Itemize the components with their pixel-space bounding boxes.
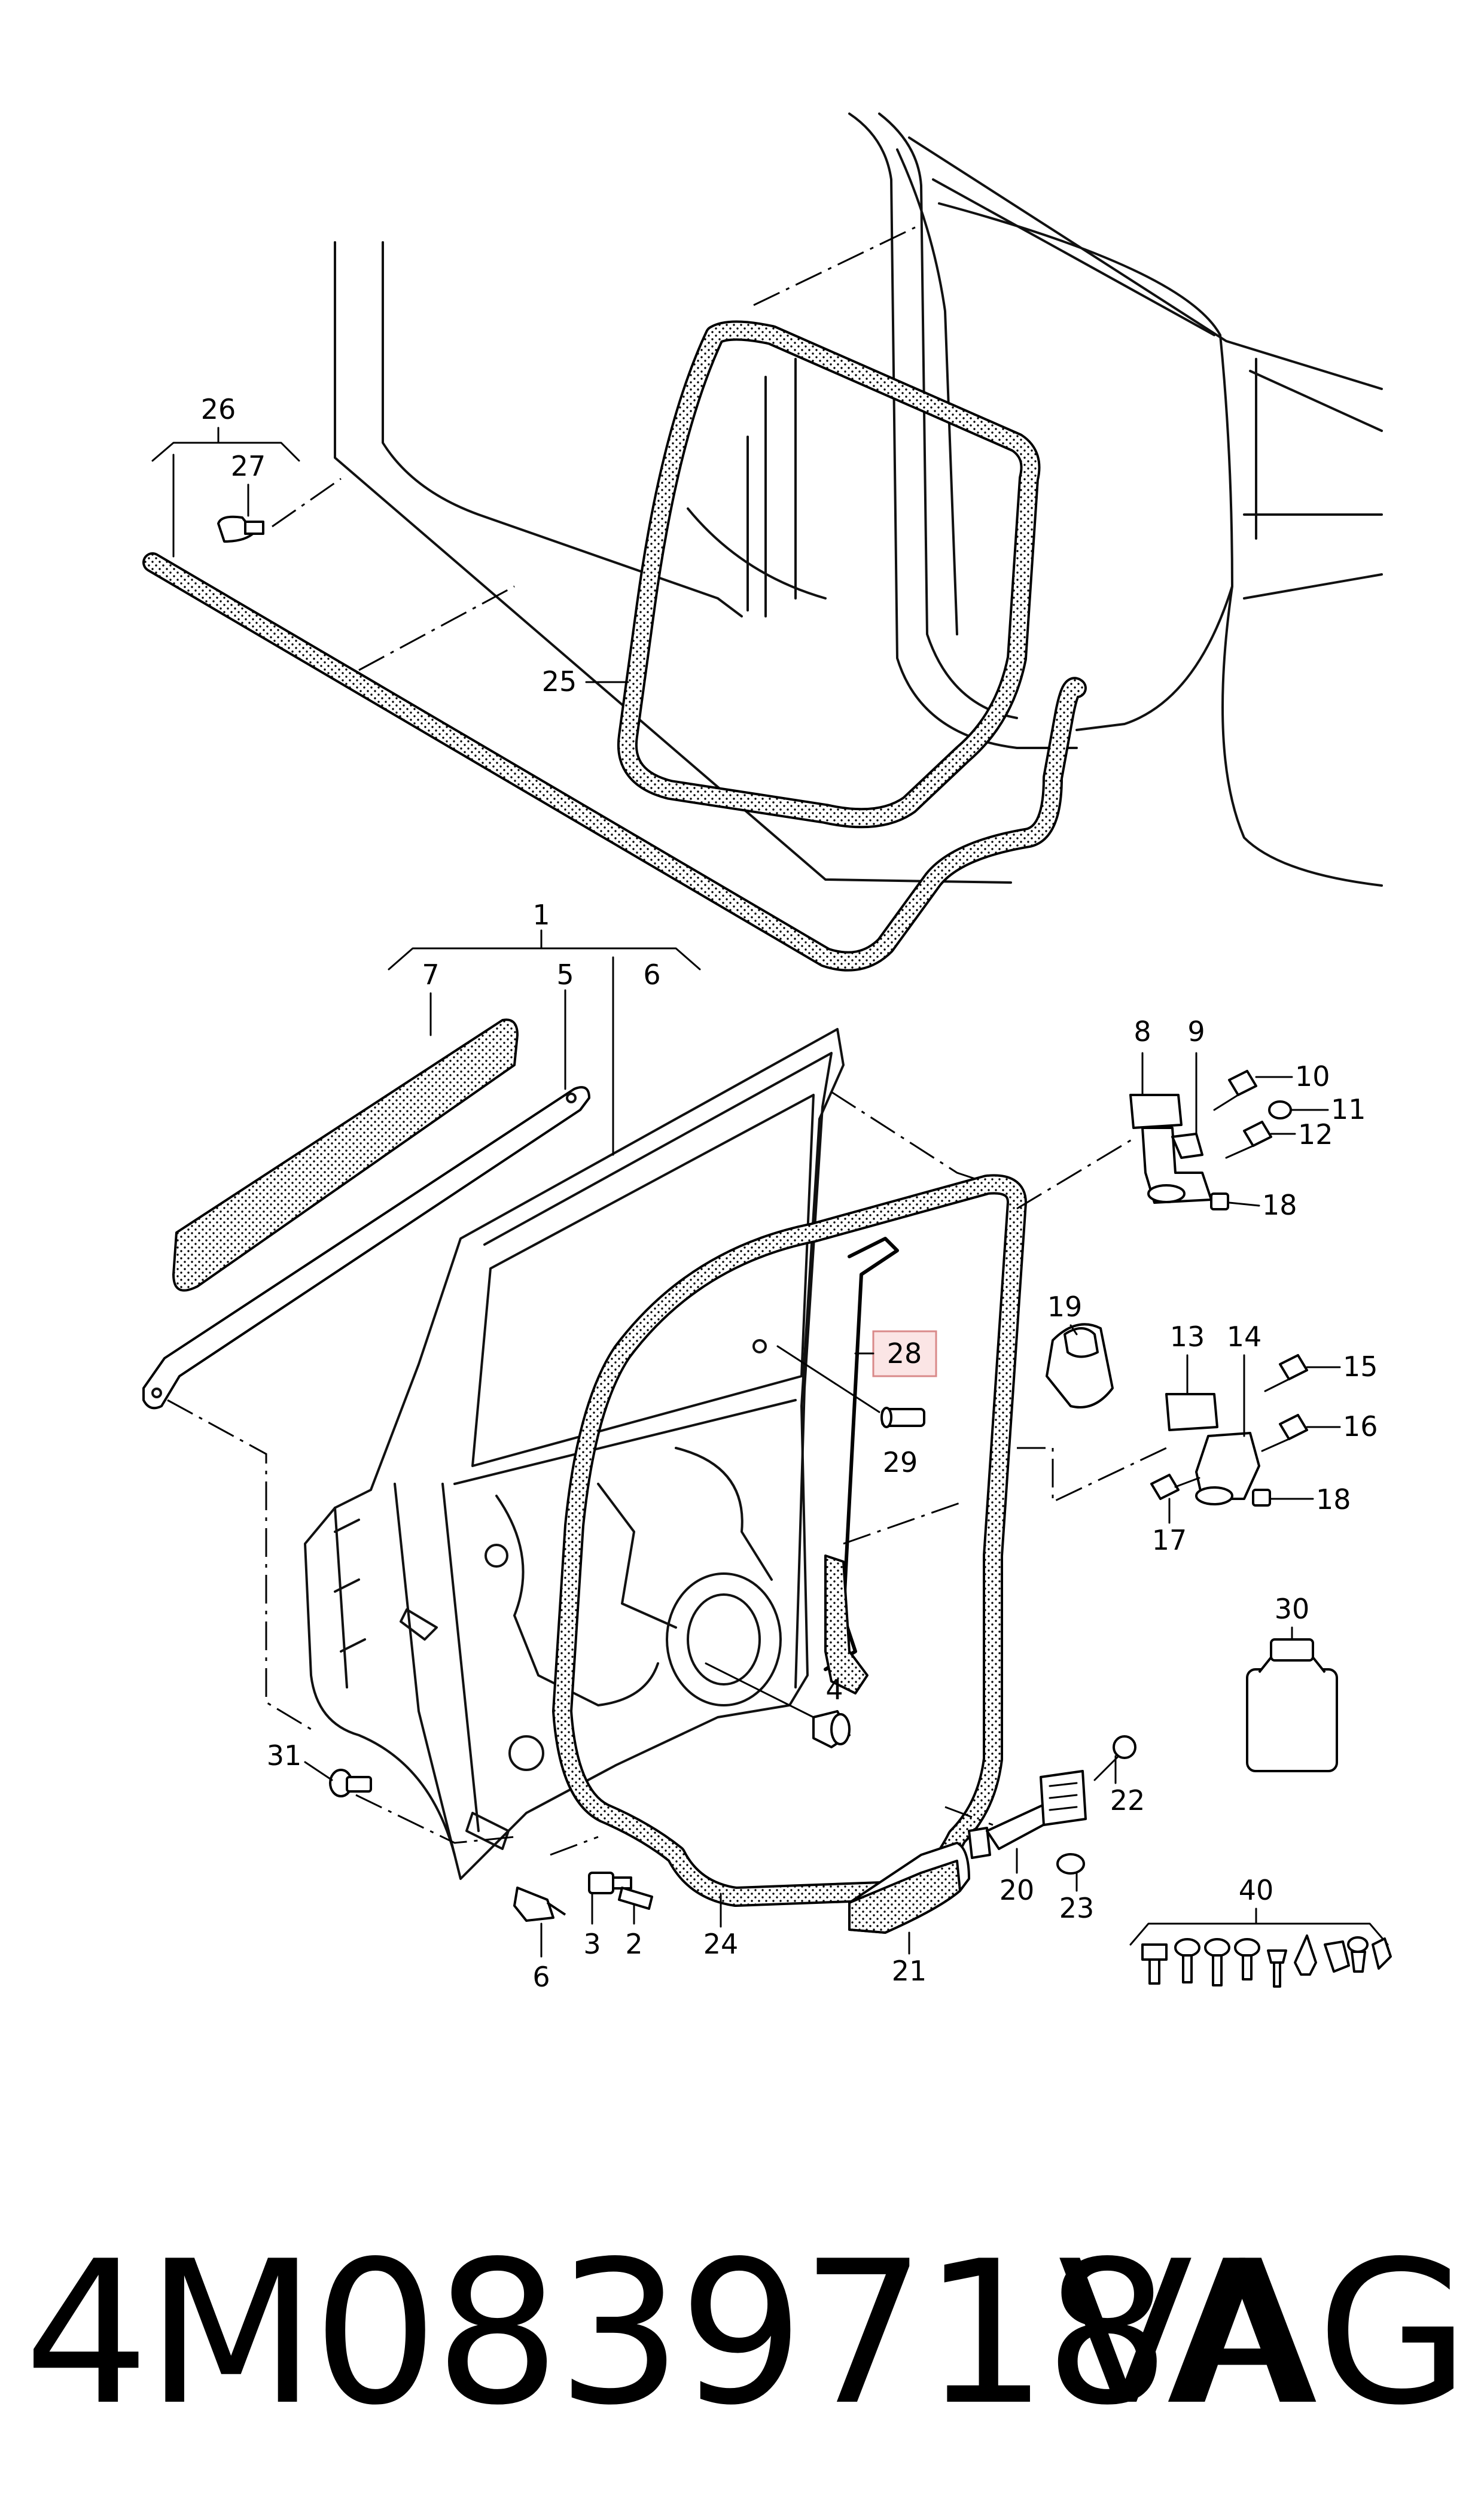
callout-3: 3	[583, 1928, 601, 1960]
parts-diagram: 1 2 3 4 5 6 6 7 8 9 10 11 12 13 14 15 16…	[142, 112, 1392, 1993]
callout-13: 13	[1170, 1321, 1205, 1353]
bracket-1	[388, 929, 701, 971]
lower-hinge	[1165, 1393, 1271, 1507]
callout-28: 28	[887, 1337, 922, 1370]
screw-22	[1093, 1735, 1136, 1781]
clip-27	[217, 515, 264, 543]
callout-14: 14	[1227, 1321, 1262, 1353]
bolt-31	[329, 1769, 372, 1797]
leader-dash-bolt	[550, 1836, 599, 1856]
callout-18-lower: 18	[1316, 1483, 1351, 1516]
leader-dash-sill	[358, 585, 515, 671]
leader-dash-top	[831, 1091, 976, 1180]
bracket-26	[151, 427, 300, 462]
pin-29	[880, 1407, 925, 1428]
bolt-6	[513, 1887, 566, 1922]
highlight-box-28	[872, 1330, 937, 1377]
bump-stop-19	[1046, 1323, 1114, 1408]
sill-seal-strip-26	[142, 552, 1087, 972]
screw-23	[1056, 1853, 1085, 1875]
callout-9: 9	[1187, 1015, 1205, 1048]
fastener-set-40	[1141, 1934, 1392, 1988]
leader-dash-hinge-lower	[1017, 1447, 1167, 1504]
callout-20: 20	[1000, 1874, 1035, 1906]
car-body-outline	[334, 112, 1383, 887]
callout-6-bottom: 6	[532, 1961, 550, 1993]
callout-26: 26	[201, 393, 236, 425]
screw-16	[1261, 1414, 1308, 1452]
leader-dash-seal-top	[753, 226, 916, 306]
callout-24: 24	[703, 1928, 739, 1960]
callout-11: 11	[1331, 1093, 1366, 1125]
callout-4: 4	[825, 1674, 843, 1706]
callout-16: 16	[1343, 1410, 1378, 1443]
screw-17	[1150, 1474, 1200, 1500]
callout-31: 31	[267, 1739, 302, 1772]
screw-15	[1264, 1354, 1308, 1392]
callout-5: 5	[556, 959, 574, 991]
callout-21: 21	[892, 1955, 927, 1987]
callout-2: 2	[625, 1928, 642, 1960]
channel-strip-28	[824, 1237, 899, 1694]
callout-18-upper: 18	[1262, 1189, 1297, 1221]
screw-10	[1213, 1070, 1257, 1111]
callout-22: 22	[1110, 1784, 1145, 1817]
callout-25: 25	[542, 665, 577, 698]
moulding-strip-7	[172, 1018, 519, 1292]
callout-1: 1	[532, 899, 550, 931]
leader-dash-check-strap	[944, 1806, 994, 1826]
cover-21	[848, 1842, 970, 1934]
leader-4	[705, 1662, 815, 1718]
callout-10: 10	[1295, 1060, 1330, 1093]
upper-hinge	[1129, 1094, 1229, 1210]
door-opening-seal-25	[617, 320, 1041, 829]
bolt-3	[588, 1872, 632, 1894]
callout-23: 23	[1059, 1892, 1095, 1924]
callout-40: 40	[1239, 1874, 1274, 1906]
window-channel-5	[142, 1086, 590, 1410]
callout-17: 17	[1152, 1524, 1187, 1556]
brand-name: VAG	[1058, 2219, 1472, 2448]
callout-8: 8	[1133, 1015, 1151, 1048]
leader-dash-clip	[272, 477, 342, 528]
callout-15: 15	[1343, 1350, 1378, 1383]
screw-2	[618, 1887, 653, 1910]
callout-27: 27	[231, 450, 266, 482]
callout-19: 19	[1047, 1291, 1083, 1323]
door-seal-24	[552, 1174, 1027, 1907]
screw-12	[1225, 1121, 1272, 1159]
screw-11	[1268, 1100, 1292, 1119]
callout-6-top: 6	[643, 959, 660, 991]
callout-30: 30	[1275, 1593, 1310, 1625]
callout-7: 7	[422, 959, 439, 991]
part-number: 4M0839718A	[24, 2219, 1302, 2448]
leader-dash-hinge-upper	[1016, 1136, 1137, 1210]
bottle-30	[1246, 1638, 1338, 1772]
leader-dash-side	[843, 1501, 964, 1545]
caption-bar: 4M0839718A VAG	[0, 2214, 1484, 2453]
leader-19	[1069, 1324, 1078, 1335]
door-check-strap-20	[968, 1770, 1087, 1859]
callout-12: 12	[1298, 1118, 1333, 1151]
plug-4	[812, 1710, 851, 1748]
leader-dash-bottom	[355, 1794, 515, 1844]
leader-29	[776, 1345, 880, 1413]
leader-18a	[1228, 1201, 1260, 1207]
callout-labels: 1 2 3 4 5 6 6 7 8 9 10 11 12 13 14 15 16…	[201, 393, 1378, 1993]
bracket-40	[1129, 1907, 1389, 1946]
leader-31	[304, 1761, 333, 1781]
leader-dash-left	[167, 1399, 312, 1730]
callout-29: 29	[883, 1446, 918, 1478]
